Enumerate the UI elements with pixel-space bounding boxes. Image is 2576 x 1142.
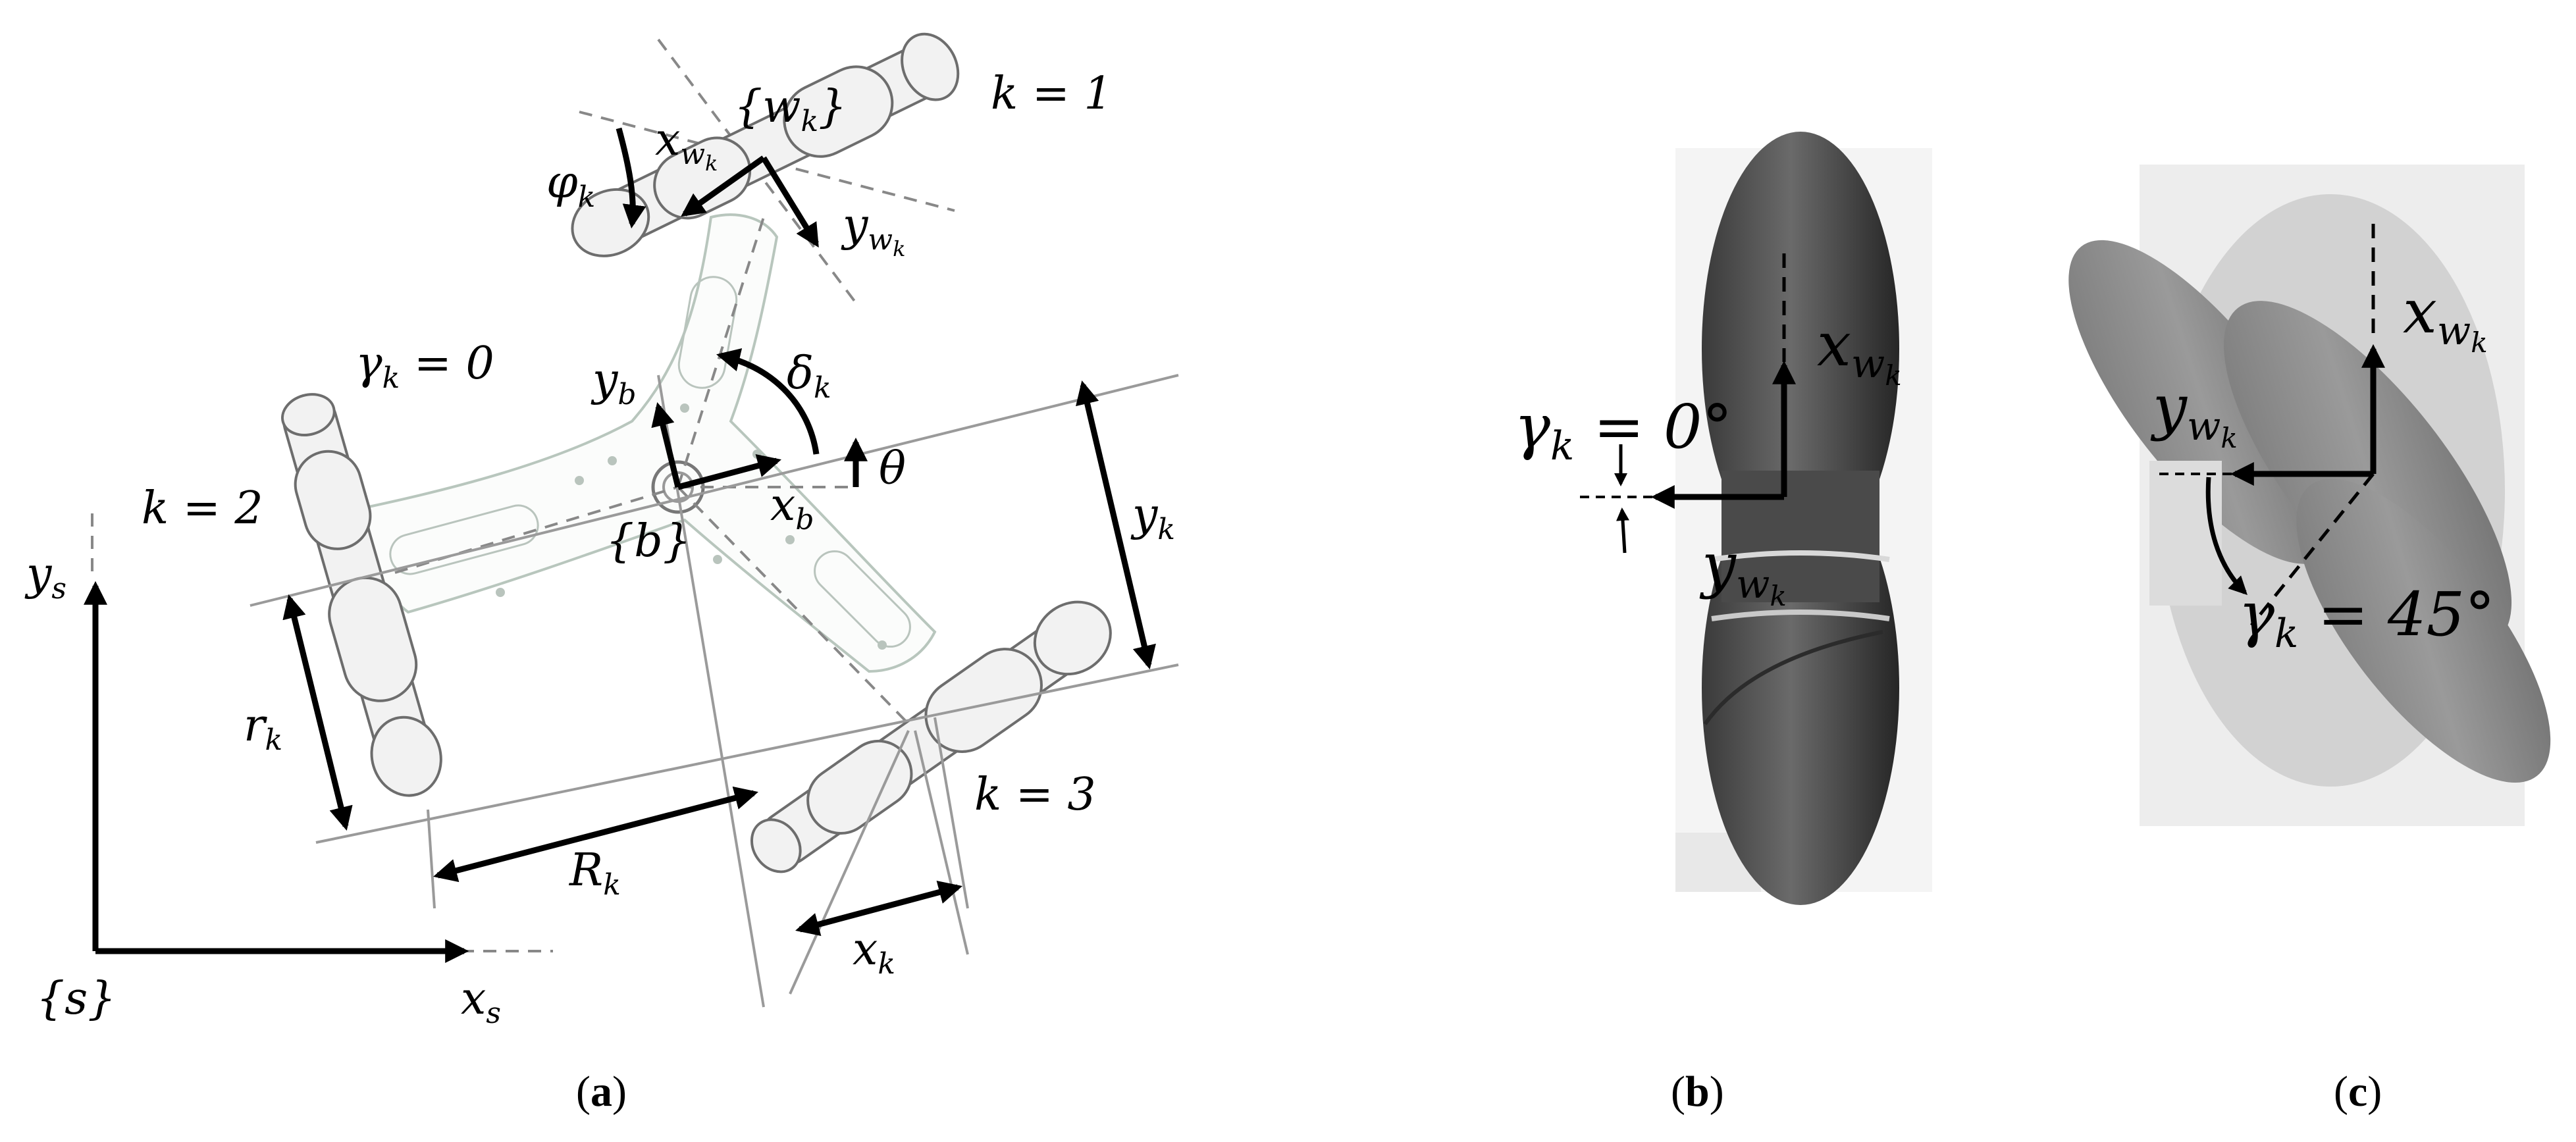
x-wk-label: xwk — [655, 114, 718, 176]
y-k-dimension — [1076, 380, 1156, 670]
wheel-1 — [571, 32, 960, 257]
wheel-3-label: k = 3 — [974, 769, 1096, 821]
r-k-dimension — [282, 594, 353, 831]
wheel-2-label: k = 2 — [142, 482, 263, 534]
wheel-frame-y-axis — [761, 156, 819, 248]
panel-a-robot-schematic: {s} xs ys {b} xb yb {wk} k = 1 k = 2 k =… — [24, 32, 1179, 1116]
wheel-1-label: k = 1 — [991, 68, 1113, 120]
roller-top — [1702, 132, 1899, 566]
x-k-dimension — [795, 881, 962, 936]
caption-c: (c) — [2334, 1068, 2382, 1116]
c-y-wk-label: ywk — [2150, 372, 2238, 454]
x-k-label: xk — [853, 923, 895, 981]
x-b-label: xb — [770, 479, 814, 536]
r-k-label: rk — [244, 700, 282, 757]
R-k-label: Rk — [568, 844, 621, 902]
wheel-frame-label: {wk} — [734, 81, 847, 138]
c-x-wk-label: xwk — [2403, 276, 2488, 359]
delta-arc — [716, 348, 820, 455]
delta-label: δk — [787, 348, 831, 405]
phi-label: φk — [546, 157, 595, 214]
b-frame-label: {b} — [606, 515, 691, 567]
panel-b-wheel-photo: xwk ywk γk = 0° (b) — [1514, 132, 1932, 1116]
b-y-wk-label: ywk — [1699, 530, 1787, 612]
x-s-label: xs — [461, 973, 501, 1030]
robot-chassis — [367, 213, 937, 673]
wheel-frame-x-axis — [681, 155, 766, 217]
y-k-label: yk — [1130, 489, 1175, 546]
R-k-dimension — [433, 786, 758, 883]
phi-arc — [616, 127, 646, 229]
b-x-wk-label: xwk — [1817, 309, 1902, 392]
b-frame-y-axis — [651, 402, 681, 488]
caption-a: (a) — [576, 1068, 627, 1116]
y-b-label: yb — [591, 354, 637, 411]
b-gamma-label: γk = 0° — [1514, 392, 1732, 469]
theta-label: θ — [879, 443, 906, 495]
c-gamma-label: γk = 45° — [2238, 579, 2495, 657]
gamma-zero-label: γk = 0 — [355, 338, 494, 395]
y-s-label: ys — [24, 548, 66, 606]
s-frame-label: {s} — [36, 973, 116, 1025]
caption-b: (b) — [1671, 1068, 1724, 1116]
y-wk-label: ywk — [841, 199, 905, 261]
b-frame-x-axis — [677, 454, 781, 490]
panel-c-wheel-photo: xwk ywk γk = 45° (c) — [2068, 165, 2551, 1116]
